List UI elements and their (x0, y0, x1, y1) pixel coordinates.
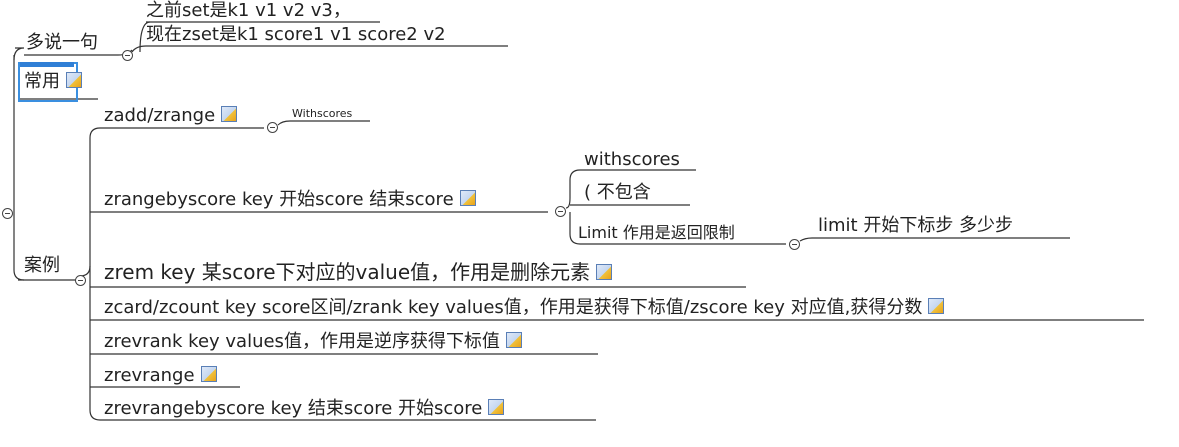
case-zrevrank[interactable]: zrevrank key values值，作用是逆序获得下标值 (104, 332, 522, 351)
zrangebyscore-child-limit[interactable]: Limit 作用是返回限制 (578, 223, 735, 242)
note-icon[interactable] (596, 264, 613, 280)
case-zrevrangebyscore[interactable]: zrevrangebyscore key 结束score 开始score (104, 398, 505, 419)
zrevrank-label: zrevrank key values值，作用是逆序获得下标值 (104, 331, 500, 352)
note-icon[interactable] (66, 72, 82, 88)
limit-collapse-toggle[interactable] (789, 239, 800, 250)
case-zrem[interactable]: zrem key 某score下对应的value值，作用是删除元素 (104, 260, 613, 284)
case-zcard[interactable]: zcard/zcount key score区间/zrank key value… (104, 297, 945, 318)
note-icon[interactable] (928, 298, 945, 314)
topic-changyong[interactable]: 常用 (24, 72, 82, 91)
duoshuo-collapse-toggle[interactable] (122, 50, 133, 61)
limit-child[interactable]: limit 开始下标步 多少步 (818, 215, 1014, 236)
case-zrangebyscore[interactable]: zrangebyscore key 开始score 结束score (104, 190, 476, 209)
note-icon[interactable] (200, 366, 217, 382)
zcard-label: zcard/zcount key score区间/zrank key value… (104, 297, 923, 318)
zrevrange-label: zrevrange (104, 365, 195, 386)
zrangebyscore-collapse-toggle[interactable] (555, 206, 566, 217)
topic-anli[interactable]: 案例 (24, 255, 60, 276)
zrevrangebyscore-label: zrevrangebyscore key 结束score 开始score (104, 398, 483, 419)
duoshuo-note-line1[interactable]: 之前set是k1 v1 v2 v3， (146, 0, 351, 21)
case-zadd[interactable]: zadd/zrange (104, 105, 238, 126)
zrem-label: zrem key 某score下对应的value值，作用是删除元素 (104, 260, 591, 284)
topic-duoshuo[interactable]: 多说一句 (26, 32, 98, 53)
zrangebyscore-child-withscores[interactable]: withscores (584, 149, 680, 170)
zrangebyscore-label: zrangebyscore key 开始score 结束score (104, 189, 454, 210)
zadd-label: zadd/zrange (104, 105, 216, 126)
duoshuo-note-line2[interactable]: 现在zset是k1 score1 v1 score2 v2 (146, 24, 446, 45)
note-icon[interactable] (221, 106, 238, 122)
anli-collapse-toggle[interactable] (75, 275, 86, 286)
case-zrevrange[interactable]: zrevrange (104, 366, 217, 385)
zadd-collapse-toggle[interactable] (267, 122, 278, 133)
zrangebyscore-child-exclusive[interactable]: ( 不包含 (584, 182, 651, 203)
changyong-label: 常用 (24, 71, 60, 92)
note-icon[interactable] (488, 399, 505, 415)
zadd-child-withscores[interactable]: Withscores (292, 107, 353, 120)
root-collapse-toggle[interactable] (2, 208, 13, 219)
note-icon[interactable] (459, 190, 476, 206)
note-icon[interactable] (505, 332, 522, 348)
selection-handle (20, 62, 74, 67)
